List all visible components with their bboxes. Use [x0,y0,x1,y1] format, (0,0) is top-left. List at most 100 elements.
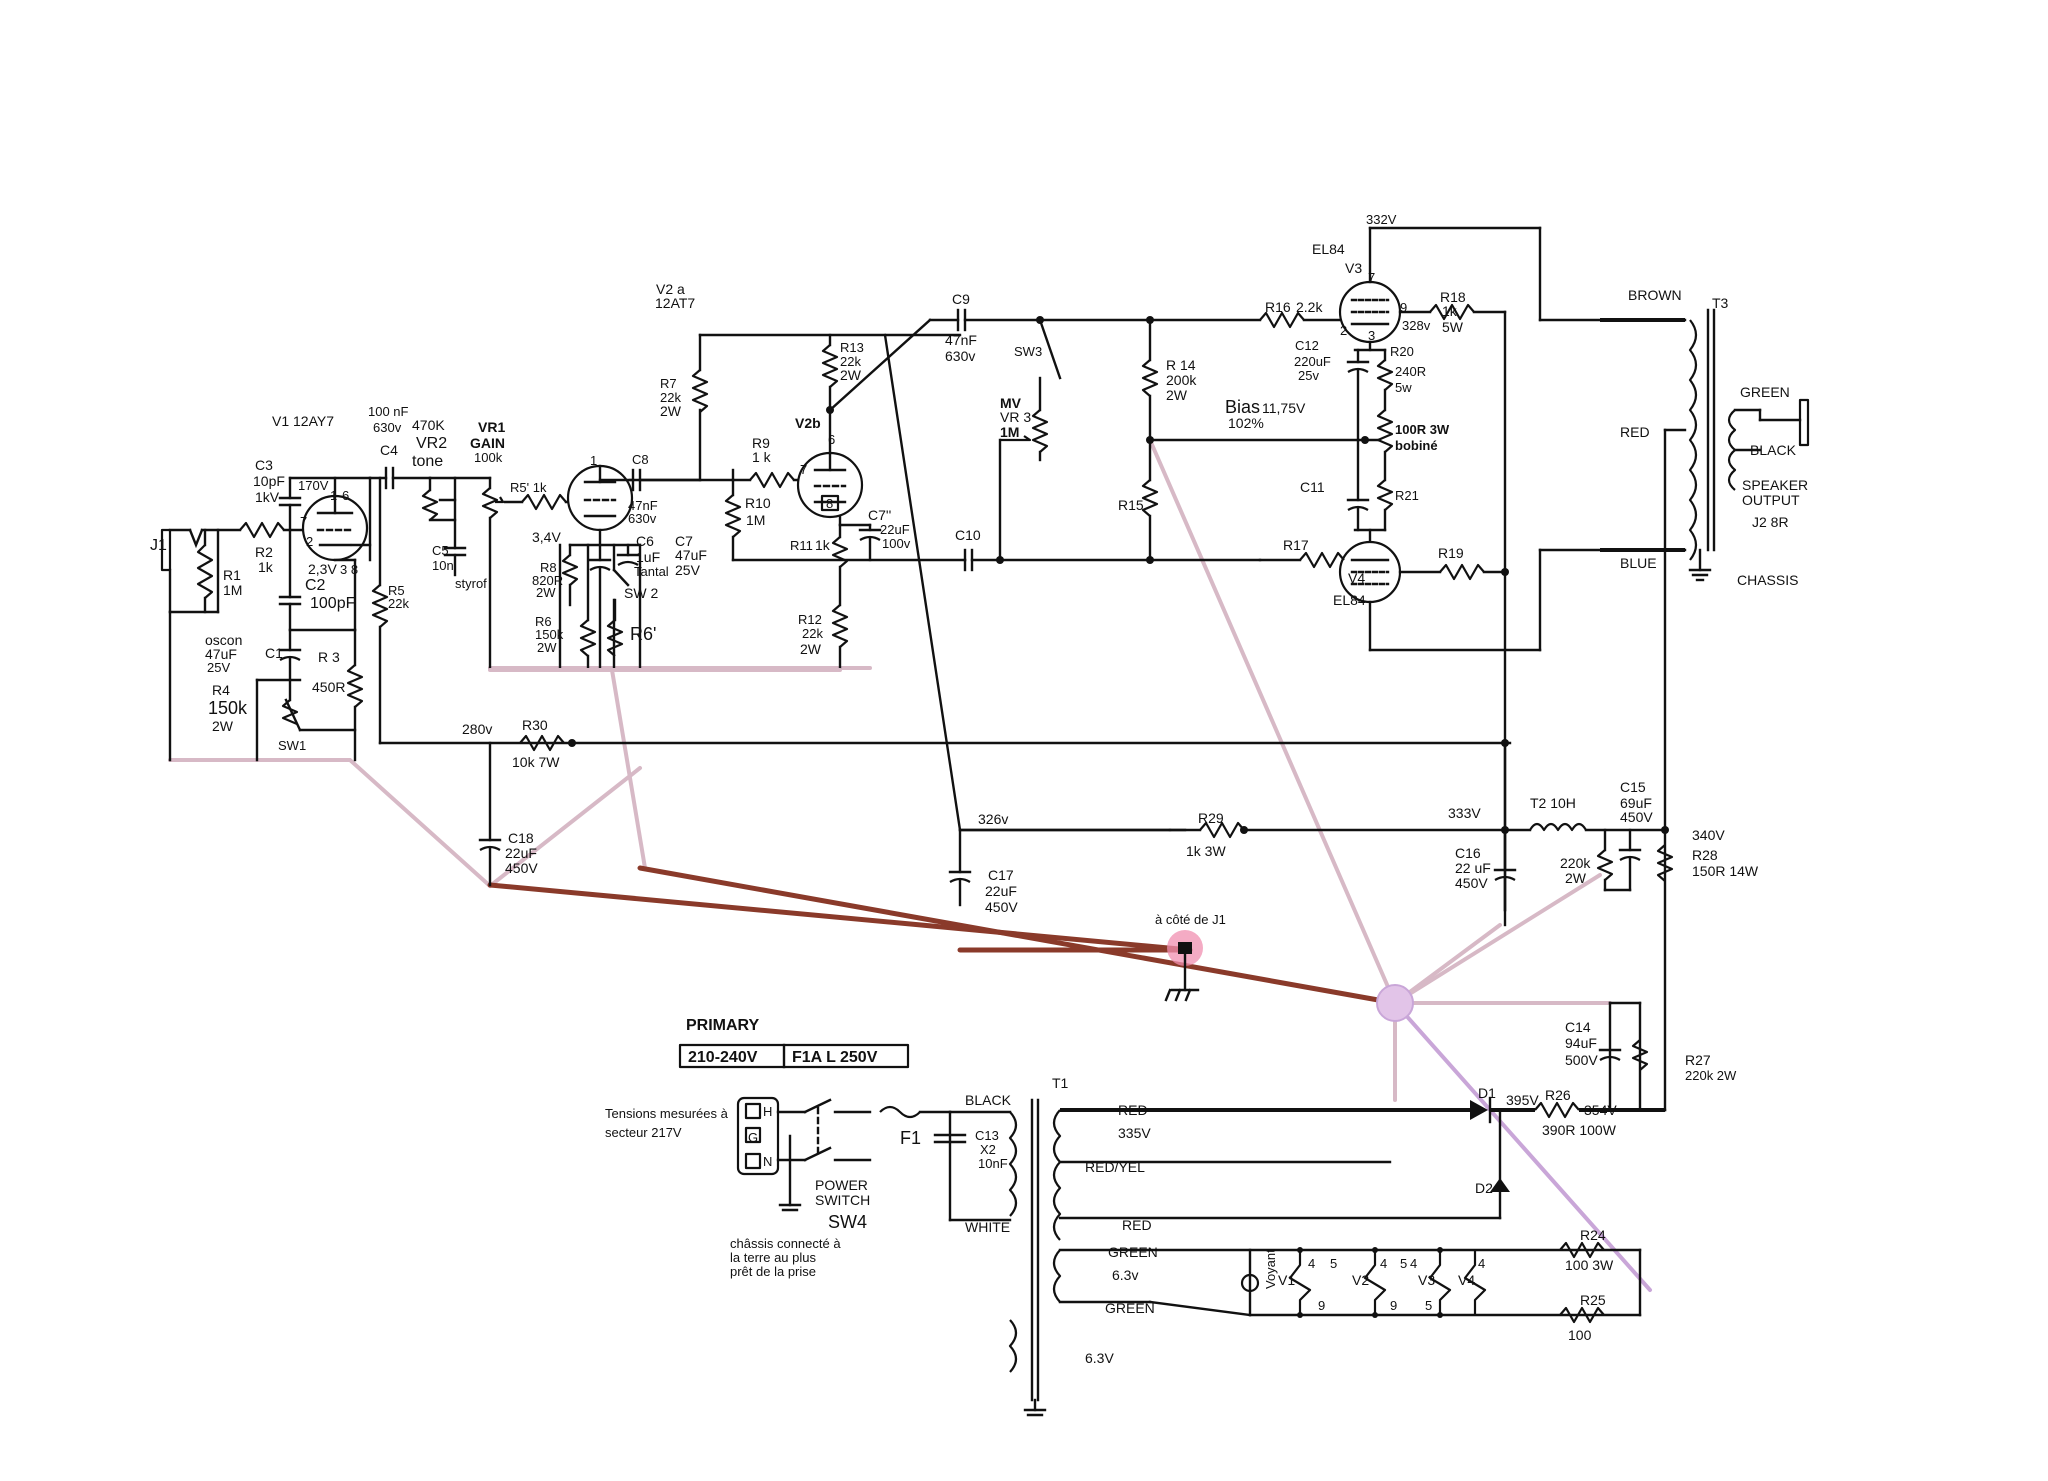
resistor-r1 [196,544,214,599]
svg-text:47nF: 47nF [945,332,977,348]
svg-text:X2: X2 [980,1142,996,1157]
svg-text:C7'': C7'' [868,507,891,523]
svg-text:9: 9 [1318,1298,1325,1313]
svg-text:C2: C2 [305,577,326,594]
svg-text:1k 3W: 1k 3W [1186,843,1226,859]
power-switch [803,1098,832,1114]
star-ground-main [1376,984,1414,1022]
svg-text:BLACK: BLACK [1750,442,1797,458]
svg-text:354V: 354V [1584,1102,1617,1118]
svg-text:SPEAKER: SPEAKER [1742,477,1808,493]
svg-text:Voyant: Voyant [1263,1249,1278,1289]
svg-text:C1: C1 [265,645,283,661]
svg-text:47nF: 47nF [628,498,658,513]
svg-text:N: N [763,1154,772,1169]
svg-text:VR2: VR2 [416,435,447,452]
svg-text:450V: 450V [1620,809,1653,825]
resistor-r29 [1199,821,1245,839]
resistor-r30 [519,734,565,752]
svg-text:1M: 1M [223,582,242,598]
svg-text:450V: 450V [1455,875,1488,891]
resistor-c14-bleeder [1631,1039,1649,1071]
svg-text:R25: R25 [1580,1292,1606,1308]
svg-text:R17: R17 [1283,537,1309,553]
svg-text:R21: R21 [1395,488,1419,503]
svg-text:C6: C6 [636,533,654,549]
heater-v2 [1363,1250,1387,1315]
svg-text:100 nF: 100 nF [368,404,409,419]
svg-text:C9: C9 [952,291,970,307]
svg-text:395V: 395V [1506,1092,1539,1108]
svg-text:T3: T3 [1712,295,1729,311]
phase-and-master [883,308,1367,832]
svg-text:bobiné: bobiné [1395,438,1438,453]
svg-text:V4: V4 [1458,1272,1475,1288]
svg-text:10n: 10n [432,558,454,573]
svg-text:10k 7W: 10k 7W [512,754,560,770]
svg-text:7: 7 [800,462,807,477]
resistor-r26 [1534,1101,1580,1119]
svg-text:la terre au plus: la terre au plus [730,1250,816,1265]
svg-text:100R 3W: 100R 3W [1395,422,1450,437]
resistor-r6 [579,619,597,657]
svg-text:V1 12AY7: V1 12AY7 [272,413,334,429]
svg-text:RED/YEL: RED/YEL [1085,1159,1145,1175]
svg-text:11,75V: 11,75V [1262,400,1306,416]
svg-text:WHITE: WHITE [965,1219,1010,1235]
svg-text:R11: R11 [790,538,813,553]
svg-text:1k: 1k [258,559,274,575]
svg-text:oscon: oscon [205,632,242,648]
resistor-r13 [821,344,839,388]
svg-text:6: 6 [828,432,835,447]
svg-text:BROWN: BROWN [1628,287,1682,303]
svg-text:CHASSIS: CHASSIS [1737,572,1798,588]
svg-text:390R 100W: 390R 100W [1542,1122,1617,1138]
pilot-lamp [1240,1273,1260,1293]
output-stage [1258,226,1810,1112]
svg-text:tone: tone [412,453,443,470]
svg-text:5: 5 [1330,1256,1337,1271]
svg-text:100: 100 [1568,1327,1592,1343]
svg-text:R27: R27 [1685,1052,1711,1068]
svg-text:RED: RED [1118,1102,1148,1118]
svg-text:10nF: 10nF [978,1156,1008,1171]
svg-text:R29: R29 [1198,810,1224,826]
svg-text:Tantal: Tantal [634,564,669,579]
svg-text:Tensions mesurées à: Tensions mesurées à [605,1106,729,1121]
svg-text:22uF: 22uF [505,845,537,861]
svg-text:styrof: styrof [455,576,487,591]
switch-sw1 [284,698,302,732]
svg-text:RED: RED [1122,1217,1152,1233]
svg-text:R 14: R 14 [1166,357,1196,373]
svg-text:D1: D1 [1478,1085,1496,1101]
svg-text:R1: R1 [223,567,241,583]
svg-text:220k: 220k [1560,855,1591,871]
resistor-r5 [371,584,389,628]
svg-text:R9: R9 [752,435,770,451]
svg-text:630v: 630v [945,348,975,364]
svg-text:7: 7 [1368,270,1375,285]
svg-text:C3: C3 [255,457,273,473]
svg-text:450V: 450V [985,899,1018,915]
svg-text:3: 3 [1368,328,1375,343]
svg-text:47uF: 47uF [205,646,237,662]
svg-text:2,3V: 2,3V [308,561,337,577]
svg-text:R6: R6 [535,614,552,629]
svg-text:22k: 22k [388,596,409,611]
svg-text:9: 9 [1390,1298,1397,1313]
pot-bias-100r [1376,409,1394,453]
svg-text:RED: RED [1620,424,1650,440]
heater-v3 [1428,1250,1452,1315]
svg-text:22 uF: 22 uF [1455,860,1491,876]
svg-text:2: 2 [306,534,313,549]
svg-text:333V: 333V [1448,805,1481,821]
svg-text:7: 7 [300,514,307,529]
svg-text:4: 4 [1478,1256,1485,1271]
pot-vr2-tone [421,489,439,521]
svg-text:335V: 335V [1118,1125,1151,1141]
svg-text:EL84: EL84 [1333,592,1366,608]
svg-text:22uF: 22uF [985,883,1017,899]
svg-text:VR 3: VR 3 [1000,409,1031,425]
svg-text:OUTPUT: OUTPUT [1742,492,1800,508]
svg-text:170V: 170V [298,478,329,493]
